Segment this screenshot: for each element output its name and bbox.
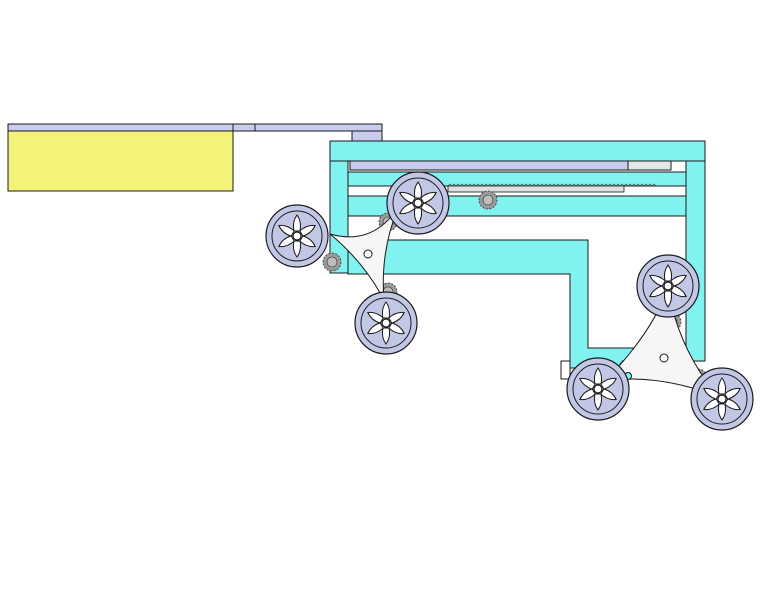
front-wheel-left bbox=[265, 204, 329, 268]
rack-gear bbox=[447, 183, 657, 210]
front-tri-star-wheel-set bbox=[265, 171, 450, 355]
cyan-frame bbox=[329, 140, 706, 380]
rear-triangle-plate bbox=[602, 288, 720, 398]
rear-tri-star-wheel-set bbox=[566, 254, 754, 431]
front-wheel-top bbox=[386, 171, 450, 235]
rear-wheel-right bbox=[690, 367, 754, 431]
rear-wheel-left bbox=[566, 357, 630, 421]
rear-wheel-top bbox=[636, 254, 700, 318]
yellow-platform bbox=[7, 130, 234, 192]
front-wheel-bottom bbox=[354, 291, 418, 355]
